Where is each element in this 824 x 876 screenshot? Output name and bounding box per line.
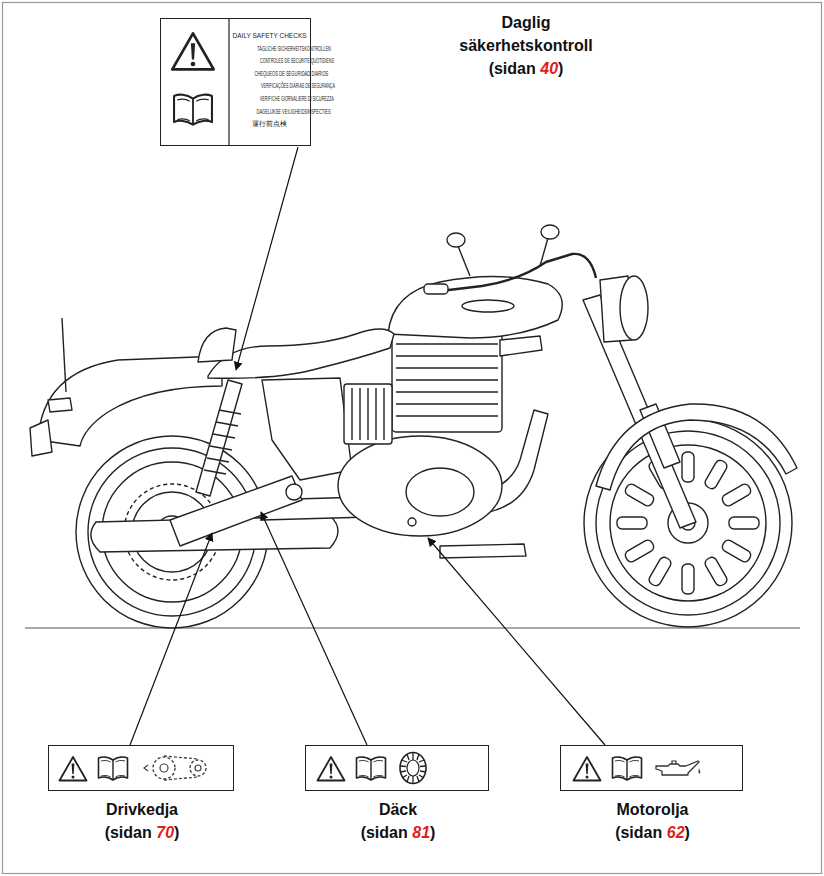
engine-cover: [406, 468, 474, 516]
callout-title: Däck: [296, 798, 500, 821]
safety-label-text: 運行前点検: [252, 118, 287, 131]
swing-arm: [170, 476, 302, 546]
callout-box: Däck(sidan81): [305, 745, 489, 791]
manual-symbol: [357, 757, 386, 780]
grip: [424, 284, 448, 294]
safety-label-text: VERIFICAÇÕES DIÁRIAS DE SEGURANÇA: [261, 80, 335, 93]
footboard: [440, 544, 526, 558]
page-reference-text: ): [558, 60, 563, 77]
page-reference: (sidan 62): [551, 821, 754, 844]
warning-symbol: [172, 33, 213, 69]
crankcase: [338, 436, 502, 536]
callout-caption: Drivkedja(sidan70): [39, 798, 245, 844]
sissy-bar: [62, 318, 66, 392]
page-reference-text: (sidan: [489, 60, 536, 77]
safety-label-text: TÄGLICHE SICHERHEITSKONTROLLEN: [257, 43, 331, 56]
callout-title: Daglig säkerhetskontroll: [451, 11, 601, 57]
callout-caption: Motorolja (sidan 62): [551, 798, 754, 844]
rear-shock: [196, 380, 242, 496]
side-cover: [262, 378, 352, 480]
mirror-stalk: [540, 238, 548, 266]
swing-arm-pivot: [286, 484, 302, 500]
page-reference: (sidan70): [39, 821, 245, 844]
motorcycle: [30, 225, 797, 628]
engine-bar: [500, 336, 542, 356]
tyre-symbol: [400, 753, 426, 784]
label-line: DAGELIJKSE VEILIGHEIDSINSPECTIES: [232, 103, 306, 116]
page-reference-text: (sidan: [615, 824, 662, 841]
shock-spring: [204, 410, 241, 474]
safety-label-text: DAILY SAFETY CHECKS: [233, 30, 307, 43]
page-frame: [3, 3, 822, 874]
safety-label-text: VERIFICHE GIORNALIERE DI SICUREZZA: [260, 93, 334, 106]
manual-symbol: [99, 757, 128, 780]
cylinder-block: [392, 322, 502, 432]
warning-symbol: [574, 757, 601, 781]
page-reference-text: (sidan: [361, 824, 408, 841]
page-reference-text: ): [174, 824, 179, 841]
turn-signal: [48, 398, 72, 412]
label-line: TÄGLICHE SICHERHEITSKONTROLLEN: [232, 40, 306, 53]
air-filter-grille: [352, 388, 384, 440]
headlight: [620, 276, 648, 340]
page-reference: (sidan81): [296, 821, 500, 844]
page-number: 81: [412, 824, 430, 841]
warning-symbol: [318, 757, 345, 781]
page-reference: (sidan40): [451, 57, 601, 80]
leader-line: [428, 538, 605, 745]
mirror: [541, 225, 559, 239]
page-reference-text: (sidan: [105, 824, 152, 841]
manual-symbol: [613, 757, 642, 780]
tail-light: [30, 420, 52, 456]
pillion-seat: [198, 328, 236, 362]
cylinder-fins: [396, 344, 498, 416]
callout-caption: Däck(sidan81): [296, 798, 500, 844]
leader-line: [130, 533, 212, 745]
oil-drain-plug: [408, 518, 416, 526]
label-line: CONTROLES DE SECURITE QUOTIDIENS: [232, 52, 306, 65]
safety-label-text: CONTROLES DE SECURITE QUOTIDIENS: [260, 55, 334, 68]
warning-label-box: DAILY SAFETY CHECKSTÄGLICHE SICHERHEITSK…: [160, 18, 311, 146]
rear-fender: [38, 356, 222, 446]
label-line: DAILY SAFETY CHECKS: [232, 27, 306, 40]
page-reference-text: ): [430, 824, 435, 841]
callout-title: Motorolja: [551, 798, 754, 821]
label-text-block: DAILY SAFETY CHECKSTÄGLICHE SICHERHEITSK…: [232, 27, 306, 128]
callout-box: Motorolja(sidan62): [560, 745, 743, 791]
page-number: 62: [667, 824, 685, 841]
leader-line: [261, 512, 367, 745]
callout-box: Drivkedja(sidan70): [48, 745, 234, 791]
page-reference-text: ): [685, 824, 690, 841]
seat: [208, 329, 394, 378]
air-filter: [344, 384, 392, 444]
safety-label-text: CHEQUEOS DE SEGURIDAD DIARIOS: [254, 68, 328, 81]
callout-caption: Daglig säkerhetskontroll(sidan40): [451, 11, 601, 80]
warning-symbol: [60, 757, 87, 781]
box-divider: [228, 18, 229, 146]
oil-can-symbol: [656, 761, 700, 775]
safety-label-text: DAGELIJKSE VEILIGHEIDSINSPECTIES: [257, 106, 331, 119]
chain-symbol: [144, 756, 206, 780]
callout-title: Drivkedja: [39, 798, 245, 821]
tank-badge: [462, 300, 514, 312]
label-line: 運行前点検: [232, 115, 306, 128]
label-line: CHEQUEOS DE SEGURIDAD DIARIOS: [232, 65, 306, 78]
front-fender: [596, 404, 797, 490]
label-line: VERIFICAÇÕES DIÁRIAS DE SEGURANÇA: [232, 77, 306, 90]
page-number: 40: [540, 60, 558, 77]
mirror: [447, 233, 465, 247]
page-number: 70: [156, 824, 174, 841]
label-line: VERIFICHE GIORNALIERE DI SICUREZZA: [232, 90, 306, 103]
leader-lines: [130, 147, 605, 745]
handlebar: [432, 254, 596, 292]
manual-symbol: [174, 95, 212, 125]
mirror-stalk: [458, 246, 470, 276]
leader-line: [236, 147, 298, 370]
